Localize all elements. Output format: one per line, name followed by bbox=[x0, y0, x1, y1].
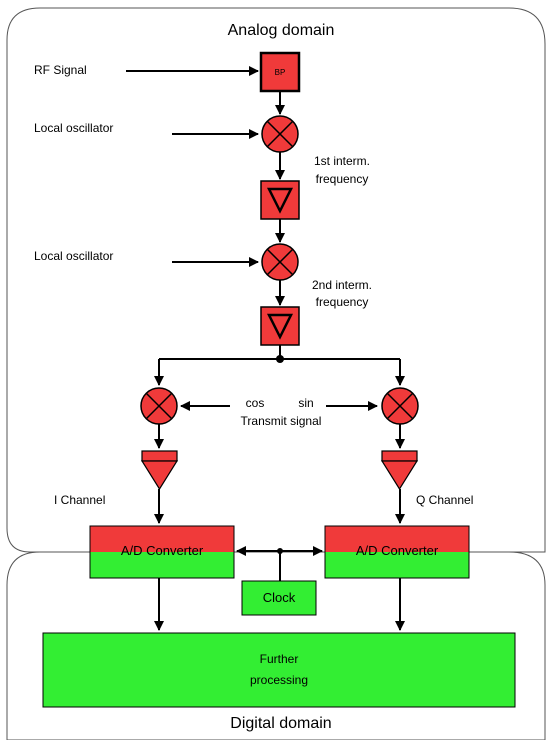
amplifier-1-icon bbox=[260, 180, 300, 220]
i-filter-icon bbox=[140, 450, 179, 491]
bandpass-filter-label: BP bbox=[275, 68, 286, 77]
iq-split-wires bbox=[154, 345, 405, 386]
q-filter-icon bbox=[380, 450, 419, 491]
local-oscillator-1-label: Local oscillator bbox=[34, 121, 113, 135]
adc-q-label: A/D Converter bbox=[356, 543, 439, 558]
further-processing-label-line1: Further bbox=[260, 652, 299, 666]
further-processing-label-line2: processing bbox=[250, 673, 308, 687]
adc-i-block bbox=[89, 525, 235, 579]
local-oscillator-2-label: Local oscillator bbox=[34, 249, 113, 263]
digital-domain-label: Digital domain bbox=[230, 715, 331, 732]
if1-label-line2: frequency bbox=[316, 172, 369, 186]
sin-label: sin bbox=[298, 396, 313, 410]
mixer-i-icon bbox=[140, 387, 178, 425]
further-processing-block bbox=[42, 632, 516, 708]
adc-q-block bbox=[324, 525, 470, 579]
analog-domain-label: Analog domain bbox=[228, 22, 335, 39]
cos-label: cos bbox=[246, 396, 265, 410]
i-channel-label: I Channel bbox=[54, 493, 105, 507]
if1-label-line1: 1st interm. bbox=[314, 154, 370, 168]
rf-signal-label: RF Signal bbox=[34, 63, 87, 77]
mixer-q-icon bbox=[381, 387, 419, 425]
if2-label-line2: frequency bbox=[316, 295, 369, 309]
adc-i-label: A/D Converter bbox=[121, 543, 204, 558]
transmit-signal-label: Transmit signal bbox=[241, 414, 322, 428]
amplifier-2-icon bbox=[260, 306, 300, 346]
mixer-2-icon bbox=[261, 243, 299, 281]
q-channel-label: Q Channel bbox=[416, 493, 473, 507]
if2-label-line1: 2nd interm. bbox=[312, 278, 372, 292]
clock-distribution-wires bbox=[236, 546, 323, 581]
clock-block bbox=[241, 580, 317, 616]
mixer-1-icon bbox=[261, 115, 299, 153]
clock-label: Clock bbox=[263, 590, 296, 605]
